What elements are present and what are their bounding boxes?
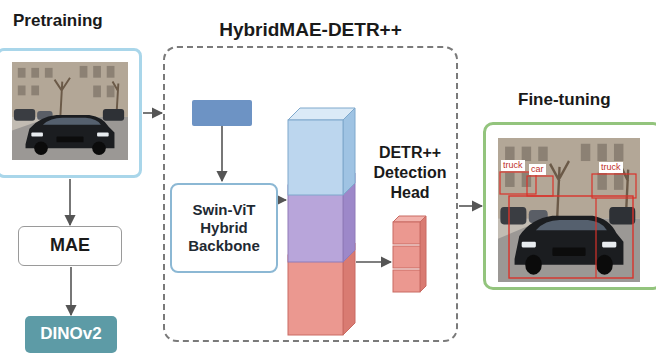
box-label: DINOv2 [40, 324, 101, 344]
detection-tag: truck [599, 162, 623, 173]
flow-arrow [459, 205, 482, 207]
stage-heading: Pretraining [13, 11, 103, 31]
method-box: DINOv2 [25, 316, 117, 353]
method-box: MAE [18, 226, 122, 266]
detection-tag: car [529, 164, 546, 175]
detection-tag: truck [501, 160, 525, 171]
stage-panel: Pretraining [0, 48, 142, 178]
box-label: Swin-ViT Hybrid Backbone [172, 201, 276, 255]
component-label: DETR++ Detection Head [366, 143, 454, 203]
stage-heading: Fine-tuning [518, 90, 611, 110]
backbone-box: Swin-ViT Hybrid Backbone [170, 183, 278, 273]
stage-panel: Fine-tuning [483, 122, 656, 290]
flow-arrow [69, 179, 71, 225]
flow-arrow [70, 267, 72, 315]
box-label: MAE [50, 235, 90, 257]
flow-arrow [143, 112, 162, 114]
stage-heading: HybridMAE-DETR++ [219, 19, 402, 41]
